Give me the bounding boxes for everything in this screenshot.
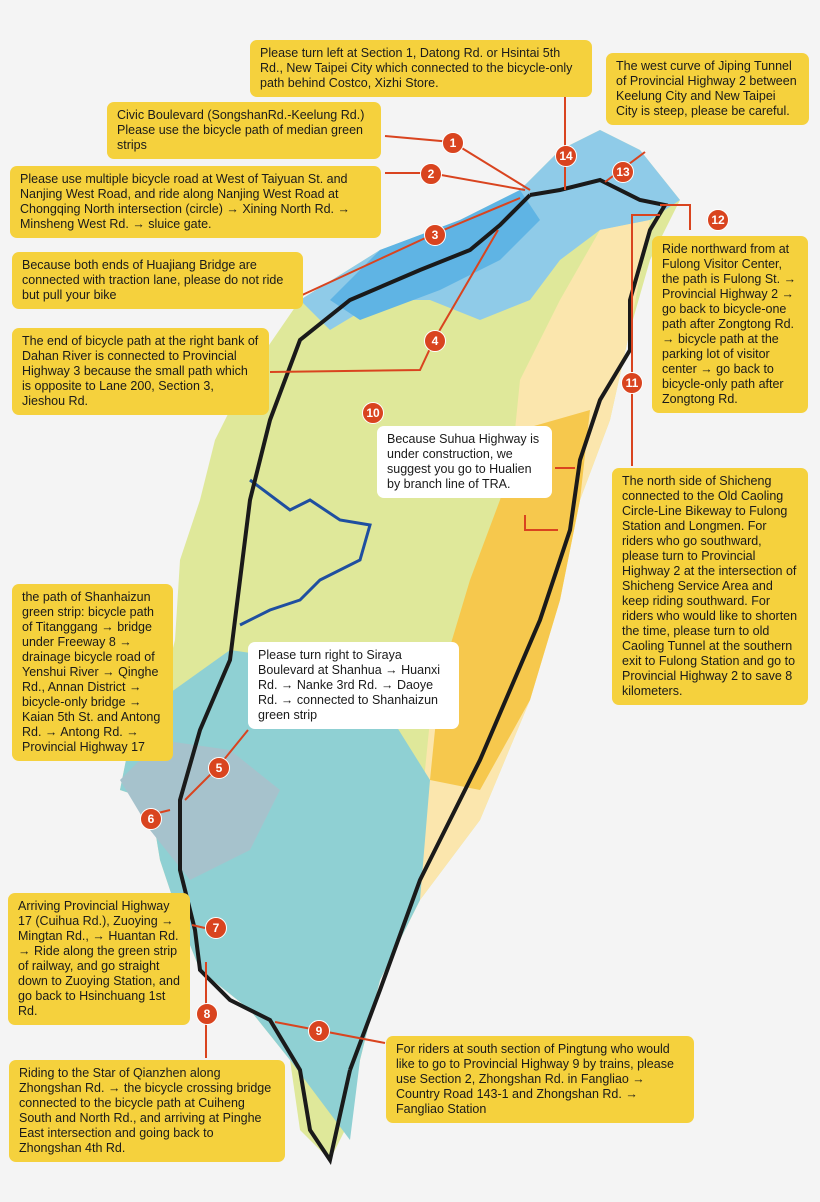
marker-10: 10 (362, 402, 384, 424)
callout-2: Please use multiple bicycle road at West… (10, 166, 381, 238)
callout-9: For riders at south section of Pingtung … (386, 1036, 694, 1123)
marker-1: 1 (442, 132, 464, 154)
marker-13: 13 (612, 161, 634, 183)
marker-5: 5 (208, 757, 230, 779)
callout-6: the path of Shanhaizun green strip: bicy… (12, 584, 173, 761)
river (239, 478, 372, 627)
marker-4: 4 (424, 330, 446, 352)
marker-7: 7 (205, 917, 227, 939)
callout-13: The west curve of Jiping Tunnel of Provi… (606, 53, 809, 125)
marker-8: 8 (196, 1003, 218, 1025)
marker-6: 6 (140, 808, 162, 830)
callout-3: Because both ends of Huajiang Bridge are… (12, 252, 303, 309)
callout-1: Civic Boulevard (SongshanRd.-Keelung Rd.… (107, 102, 381, 159)
region-tainan-grey (120, 740, 280, 880)
marker-9: 9 (308, 1020, 330, 1042)
callout-11: The north side of Shicheng connected to … (612, 468, 808, 705)
marker-12: 12 (707, 209, 729, 231)
callout-14: Please turn left at Section 1, Datong Rd… (250, 40, 592, 97)
region-east-orange (430, 410, 590, 790)
marker-11: 11 (621, 372, 643, 394)
marker-14: 14 (555, 145, 577, 167)
marker-3: 3 (424, 224, 446, 246)
bike-route-north-east (348, 177, 669, 1071)
bike-route-west (178, 193, 532, 1166)
callout-10: Because Suhua Highway is under construct… (377, 426, 552, 498)
callout-8: Riding to the Star of Qianzhen along Zho… (9, 1060, 285, 1162)
callout-5: Please turn right to Siraya Boulevard at… (248, 642, 459, 729)
callout-7: Arriving Provincial Highway 17 (Cuihua R… (8, 893, 190, 1025)
marker-2: 2 (420, 163, 442, 185)
callout-4: The end of bicycle path at the right ban… (12, 328, 269, 415)
callout-12: Ride northward from at Fulong Visitor Ce… (652, 236, 808, 413)
